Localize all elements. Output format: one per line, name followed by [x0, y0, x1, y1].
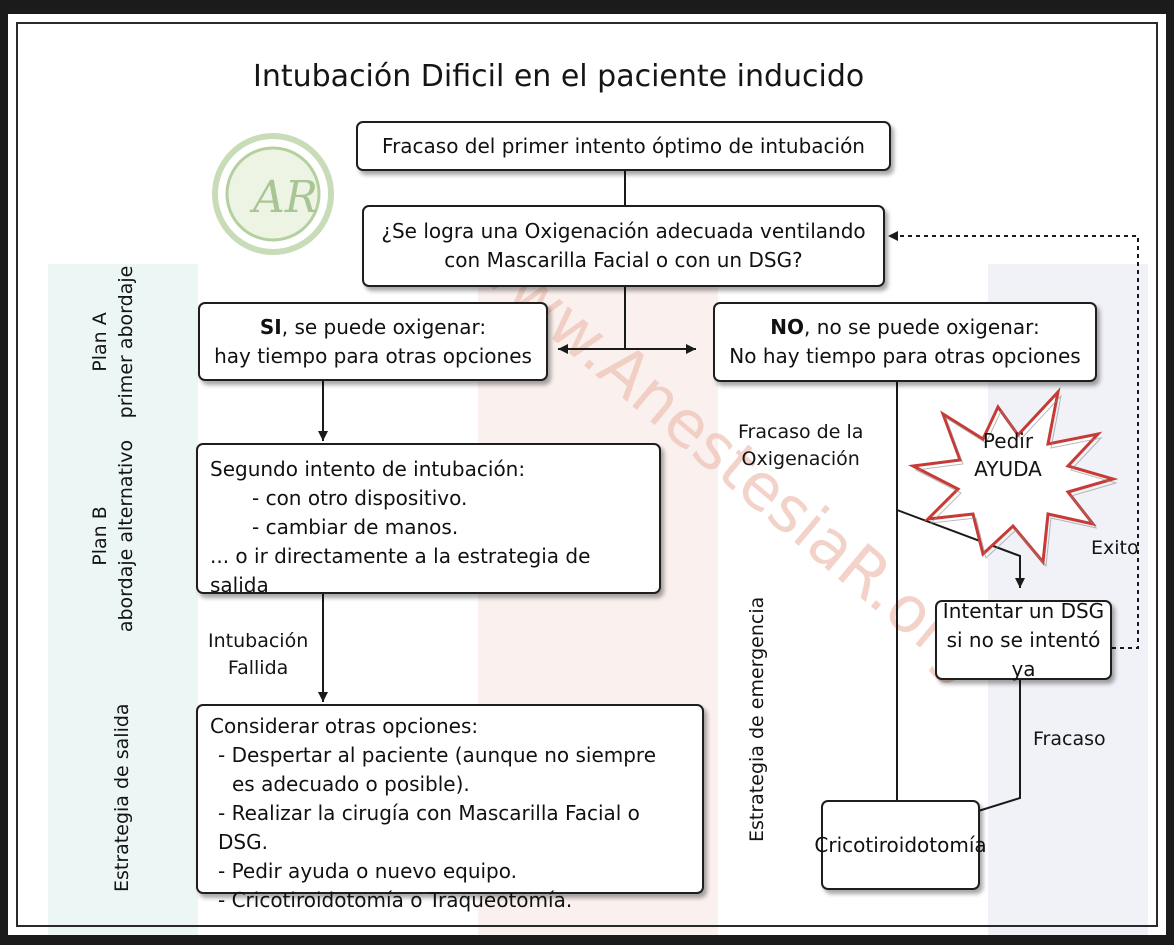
ox-fail-line1: Fracaso de la: [738, 421, 864, 443]
connectors: [318, 171, 1139, 838]
no-line2: No hay tiempo para otras opciones: [729, 344, 1081, 368]
node-first-attempt-text: Fracaso del primer intento óptimo de int…: [382, 133, 865, 158]
node-consider-options: Considerar otras opciones: - Despertar a…: [196, 704, 704, 912]
node-oxygenation-question: ¿Se logra una Oxigenación adecuada venti…: [362, 205, 885, 287]
plan-a-line1: Plan A: [89, 312, 111, 372]
side-label-exit-strategy: Estrategia de salida: [109, 703, 137, 892]
yes-line1-rest: , se puede oxigenar:: [281, 314, 487, 339]
edge-branch-to-dsg: [896, 509, 1025, 588]
crico-text: Cricotiroidotomía: [814, 832, 987, 857]
second-attempt-title: Segundo intento de intubación:: [210, 457, 526, 481]
label-success: Exito: [1091, 537, 1139, 559]
consider-item: - Despertar al paciente (aunque no siemp…: [218, 743, 657, 767]
second-attempt-item: - con otro dispositivo.: [252, 486, 468, 510]
second-attempt-last: ... o ir directamente a la estrategia de…: [210, 544, 591, 597]
label-failure: Fracaso: [1033, 728, 1106, 750]
help-line1: Pedir: [982, 429, 1034, 453]
plan-b-line1: Plan B: [89, 506, 111, 566]
label-ox-failure: Fracaso de la Oxigenación: [738, 419, 863, 473]
diagram-panel: AR www.AnestesiaR.org Intubación Dificil…: [8, 14, 1166, 935]
no-line1-rest: , no se puede oxigenar:: [804, 315, 1040, 339]
intub-fail-line1: Intubación: [208, 630, 309, 652]
plan-a-line2: primer abordaje: [115, 265, 137, 419]
consider-item: - Pedir ayuda o nuevo equipo.: [218, 859, 517, 883]
second-attempt-item: - cambiar de manos.: [252, 515, 459, 539]
node-cricothyroidotomy: Cricotiroidotomía: [814, 800, 987, 890]
node-first-attempt: Fracaso del primer intento óptimo de int…: [356, 121, 891, 171]
ox-fail-line2: Oxigenación: [741, 448, 860, 470]
diagram-title: Intubación Dificil en el paciente induci…: [253, 59, 865, 94]
edge-success-loop: [888, 231, 1139, 649]
consider-item: - Realizar la cirugía con Mascarilla Fac…: [218, 801, 640, 854]
band-teal-left: [48, 264, 198, 935]
yes-bold: SI: [259, 314, 282, 339]
exit-strategy-text: Estrategia de salida: [111, 703, 133, 892]
node-oxq-line2: con Mascarilla Facial o con un DSG?: [444, 248, 803, 272]
no-bold: NO: [770, 315, 805, 339]
yes-line2: hay tiempo para otras opciones: [214, 343, 532, 368]
node-no-oxygenate: NO, no se puede oxigenar: No hay tiempo …: [713, 302, 1097, 382]
help-label: Pedir AYUDA: [973, 427, 1043, 483]
node-try-dsg: Intentar un DSG si no se intentó ya: [935, 598, 1112, 681]
label-intubation-failed: Intubación Fallida: [208, 628, 308, 682]
side-label-emergency-strategy: Estrategia de emergencia: [744, 597, 772, 842]
side-label-plan-b: Plan B abordaje alternativo: [87, 423, 143, 649]
node-oxq-line1: ¿Se logra una Oxigenación adecuada venti…: [381, 219, 866, 243]
plan-b-line2: abordaje alternativo: [115, 439, 137, 633]
consider-title: Considerar otras opciones:: [210, 714, 479, 738]
help-line2: AYUDA: [974, 457, 1042, 481]
consider-item: - Cricotiroidotomía o Traqueotomía.: [218, 888, 573, 912]
node-second-attempt: Segundo intento de intubación: - con otr…: [196, 443, 661, 597]
side-label-plan-a: Plan A primer abordaje: [87, 257, 143, 427]
dsg-line1: Intentar un DSG: [942, 598, 1105, 623]
intub-fail-line2: Fallida: [227, 657, 289, 679]
consider-item-cont: es adecuado o posible).: [232, 772, 470, 796]
dsg-line2: si no se intentó ya: [946, 627, 1101, 681]
emergency-strategy-text: Estrategia de emergencia: [746, 596, 768, 842]
node-yes-oxygenate: SI, se puede oxigenar: hay tiempo para o…: [198, 302, 548, 381]
